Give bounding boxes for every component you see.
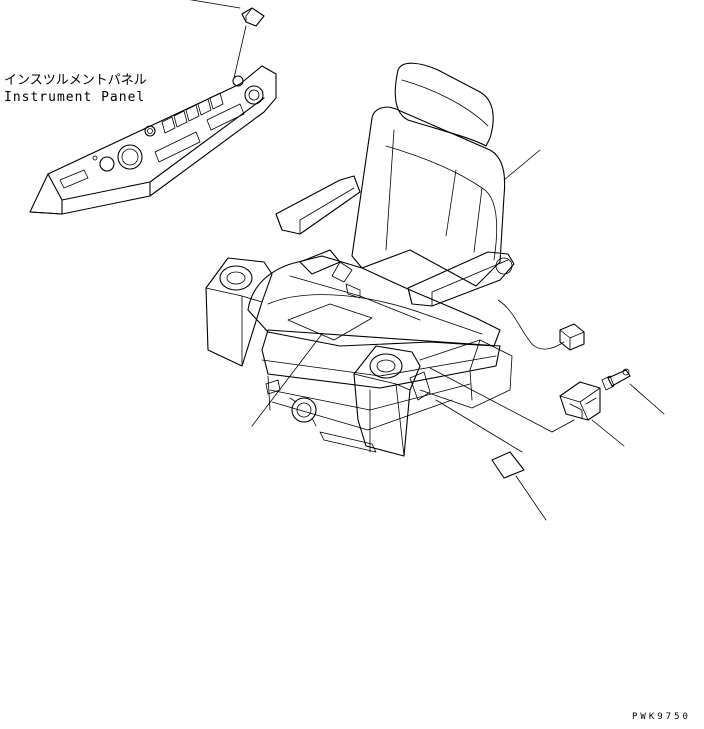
instrument-panel-label-jp: インスツルメントパネル — [4, 73, 147, 88]
leader-lines — [251, 149, 665, 521]
drawing-code: PWK9750 — [632, 712, 691, 722]
panel-switch-part — [189, 0, 265, 79]
operator-seat — [205, 62, 585, 457]
instrument-panel — [29, 65, 277, 215]
bolt — [601, 368, 631, 391]
label-plate — [491, 451, 525, 479]
instrument-panel-label-en: Instrument Panel — [4, 90, 146, 105]
switch-box — [559, 381, 601, 421]
